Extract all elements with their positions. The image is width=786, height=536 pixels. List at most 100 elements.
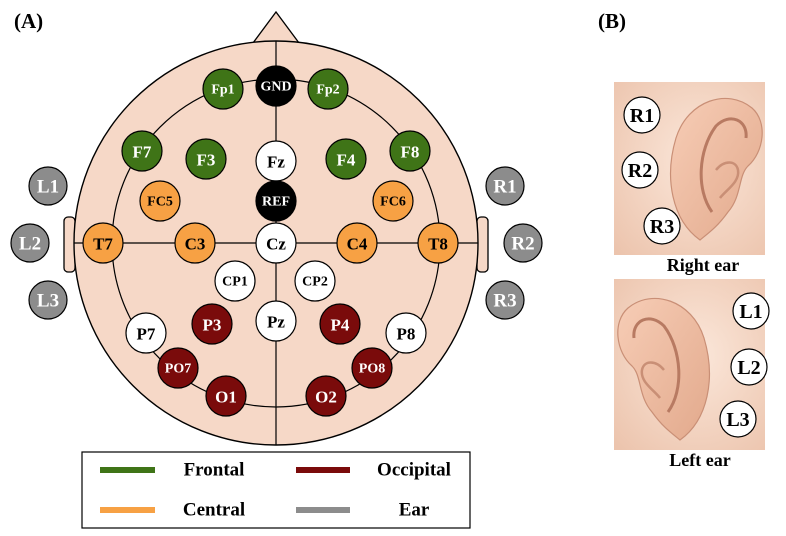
electrode-marker-fc6 (372, 180, 414, 222)
electrode-marker-p7 (125, 312, 167, 354)
electrode-o1: O1 (205, 375, 247, 417)
electrode-label-f4: F4 (337, 151, 356, 170)
legend-label-occipital: Occipital (377, 460, 451, 481)
electrode-marker-p3 (191, 303, 233, 345)
electrode-label-cp2: CP2 (302, 275, 328, 290)
legend-item-central: Central (100, 500, 245, 521)
electrode-label-t7: T7 (93, 235, 113, 254)
electrode-p3: P3 (191, 303, 233, 345)
electrode-label-fz: Fz (267, 153, 285, 172)
electrode-t7: T7 (82, 222, 124, 264)
electrode-label-r3-photo: R3 (650, 216, 674, 238)
electrode-marker-ref (255, 180, 297, 222)
electrode-l1-photo: L1 (732, 292, 770, 330)
electrode-r1-side: R1 (485, 166, 525, 206)
electrode-label-l1-photo: L1 (739, 301, 762, 323)
electrode-label-p3: P3 (203, 316, 222, 335)
electrode-l3-photo: L3 (719, 400, 757, 438)
electrode-marker-o1 (205, 375, 247, 417)
legend-label-central: Central (183, 500, 245, 521)
electrode-cp2: CP2 (294, 260, 336, 302)
electrode-label-ref: REF (262, 195, 290, 210)
right-ear-picture (670, 97, 763, 241)
electrode-label-l2-photo: L2 (737, 357, 760, 379)
electrode-marker-r2-side (503, 223, 543, 263)
electrode-marker-cp1 (214, 260, 256, 302)
electrode-marker-fc5 (139, 180, 181, 222)
electrode-c3: C3 (174, 222, 216, 264)
electrode-r2-photo: R2 (621, 151, 659, 189)
electrode-label-r2-photo: R2 (628, 160, 652, 182)
electrode-marker-r3-side (485, 280, 525, 320)
electrode-marker-r2-photo (621, 151, 659, 189)
electrode-f3: F3 (185, 138, 227, 180)
electrode-label-l1-side: L1 (37, 177, 59, 198)
right-ear-caption: Right ear (667, 255, 739, 275)
electrode-l2-photo: L2 (730, 348, 768, 386)
electrode-label-cz: Cz (266, 235, 286, 254)
electrode-f8: F8 (389, 130, 431, 172)
electrode-l3-side: L3 (28, 280, 68, 320)
electrode-label-r1-side: R1 (493, 177, 516, 198)
electrode-label-l3-photo: L3 (726, 409, 749, 431)
electrode-marker-fp1 (202, 68, 244, 110)
electrode-label-p8: P8 (397, 325, 416, 344)
electrode-label-c4: C4 (347, 235, 368, 254)
electrode-marker-t7 (82, 222, 124, 264)
electrode-marker-r1-photo (623, 96, 661, 134)
electrode-c4: C4 (336, 222, 378, 264)
electrode-label-o1: O1 (215, 388, 237, 407)
electrode-r3-photo: R3 (643, 207, 681, 245)
electrode-t8: T8 (417, 222, 459, 264)
electrode-marker-l1-side (28, 166, 68, 206)
electrode-fp2: Fp2 (307, 68, 349, 110)
electrode-label-cp1: CP1 (222, 275, 248, 290)
electrode-p4: P4 (319, 303, 361, 345)
electrode-label-gnd: GND (260, 80, 291, 95)
electrode-marker-cz (255, 222, 297, 264)
electrode-label-t8: T8 (428, 235, 448, 254)
legend-item-ear: Ear (296, 500, 430, 521)
electrode-label-fp2: Fp2 (316, 83, 339, 98)
legend-item-frontal: Frontal (100, 460, 244, 481)
electrode-fc6: FC6 (372, 180, 414, 222)
electrode-marker-f7 (121, 130, 163, 172)
electrode-fz: Fz (255, 140, 297, 182)
electrode-marker-c3 (174, 222, 216, 264)
electrode-label-fc6: FC6 (380, 195, 406, 210)
panel-a-label: (A) (14, 9, 43, 33)
legend-label-ear: Ear (399, 500, 430, 521)
electrode-label-pz: Pz (267, 313, 285, 332)
electrode-p8: P8 (385, 312, 427, 354)
panel-b-label: (B) (598, 9, 626, 33)
electrode-label-l3-side: L3 (37, 291, 59, 312)
electrode-marker-pz (255, 300, 297, 342)
legend-item-occipital: Occipital (296, 460, 451, 481)
electrode-marker-r3-photo (643, 207, 681, 245)
electrode-label-c3: C3 (185, 235, 206, 254)
electrode-marker-l2-side (10, 223, 50, 263)
electrode-po7: PO7 (157, 347, 199, 389)
electrode-r3-side: R3 (485, 280, 525, 320)
legend-frame (81, 451, 471, 529)
electrode-marker-o2 (305, 375, 347, 417)
electrode-label-po8: PO8 (359, 362, 385, 377)
electrode-ref: REF (255, 180, 297, 222)
electrode-marker-l1-photo (732, 292, 770, 330)
electrode-l1-side: L1 (28, 166, 68, 206)
electrode-label-p7: P7 (137, 325, 156, 344)
electrode-marker-l2-photo (730, 348, 768, 386)
electrode-r2-side: R2 (503, 223, 543, 263)
electrode-marker-p4 (319, 303, 361, 345)
electrode-po8: PO8 (351, 347, 393, 389)
electrode-fc5: FC5 (139, 180, 181, 222)
electrode-p7: P7 (125, 312, 167, 354)
